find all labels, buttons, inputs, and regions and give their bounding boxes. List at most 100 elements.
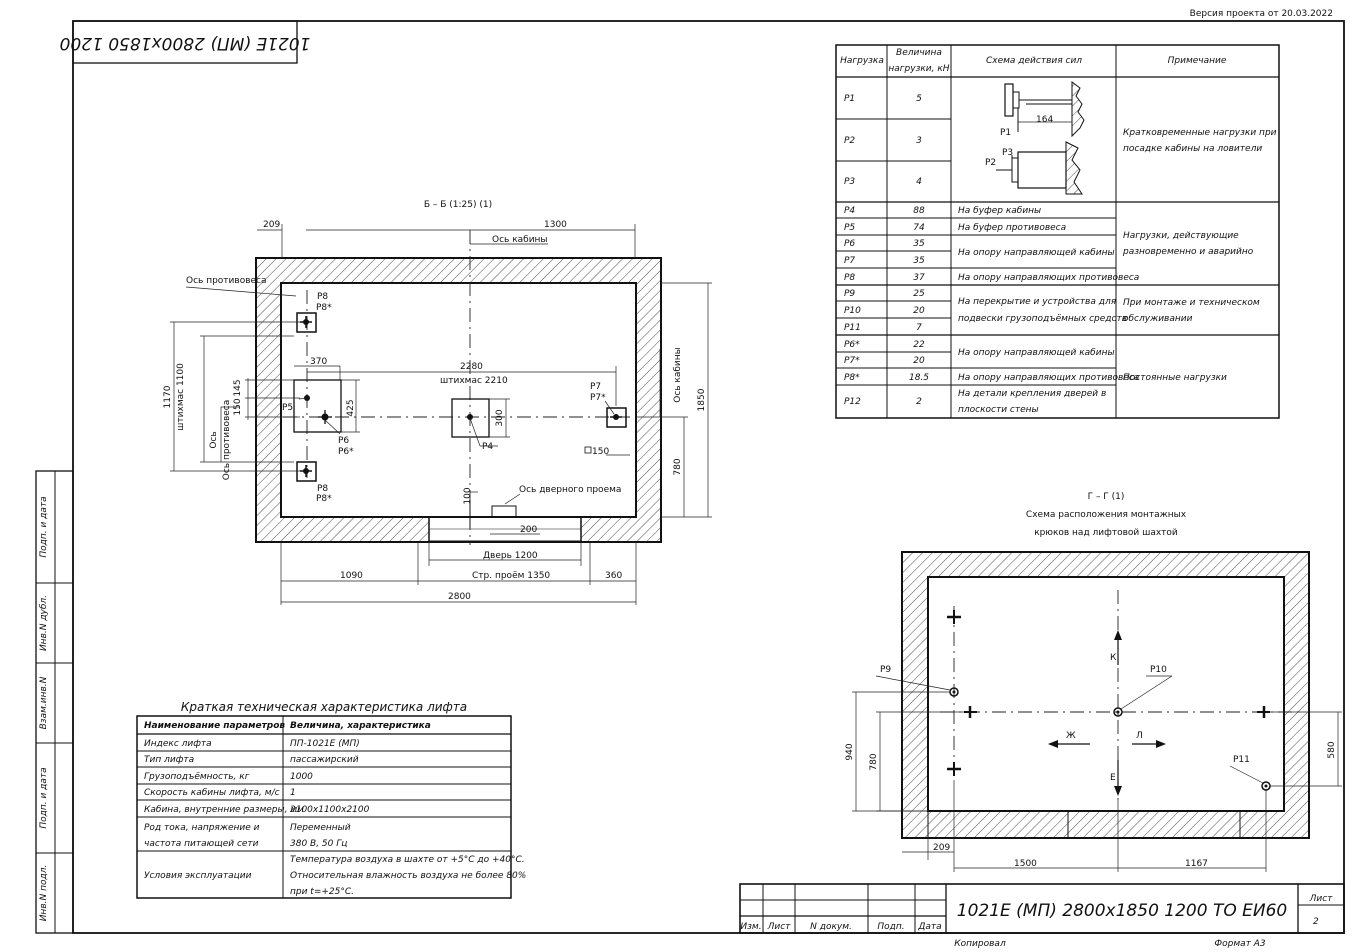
svg-text:100: 100 [463,487,473,504]
svg-text:164: 164 [1036,115,1053,125]
svg-text:1000: 1000 [290,772,313,782]
cabin-buffer-box [451,398,490,438]
svg-text:P7: P7 [590,382,601,392]
svg-text:На опору направляющей кабины: На опору направляющей кабины [958,248,1115,258]
cabin-guide-right [606,407,627,428]
svg-text:25: 25 [913,289,925,299]
svg-text:P8: P8 [844,273,855,283]
svg-text:Е: Е [1110,773,1116,783]
svg-text:P8: P8 [317,484,328,494]
svg-text:P8*: P8* [316,303,332,313]
svg-text:P8*: P8* [316,494,332,504]
svg-text:Л: Л [1136,731,1143,741]
svg-text:P11: P11 [1233,755,1250,765]
svg-text:P8: P8 [317,292,328,302]
svg-text:N докум.: N докум. [810,922,852,932]
svg-text:Стр. проём 1350: Стр. проём 1350 [472,571,550,581]
svg-text:P7*: P7* [844,356,860,366]
svg-text:P11: P11 [844,323,861,333]
svg-text:380 В, 50 Гц: 380 В, 50 Гц [290,839,347,849]
svg-text:20: 20 [913,306,925,316]
svg-text:360: 360 [605,571,622,581]
svg-text:88: 88 [913,206,925,216]
svg-text:Примечание: Примечание [1168,56,1227,66]
svg-text:Дата: Дата [917,922,941,932]
svg-text:На буфер кабины: На буфер кабины [958,206,1041,216]
designation: 1021Е (МП) 2800х1850 1200 ТО ЕИ60 [957,901,1287,921]
shaft-top-walls [901,551,1310,839]
svg-text:1300: 1300 [544,220,567,230]
svg-text:подвески грузоподъёмных средст: подвески грузоподъёмных средств [958,314,1127,324]
strip-label-1: Подп. и дата [39,496,49,557]
svg-text:ПП-1021Е (МП): ПП-1021Е (МП) [290,739,360,749]
section-bb: Б – Б (1:25) (1) Ось кабины P8 P8* P8 P8… [163,200,712,605]
svg-text:P3: P3 [844,177,855,187]
strip-label-4: Подп. и дата [39,767,49,828]
svg-text:Величина: Величина [896,48,942,58]
svg-text:35: 35 [913,256,925,266]
svg-text:P6: P6 [844,239,855,249]
svg-text:145: 145 [233,379,243,396]
svg-text:580: 580 [1327,741,1337,758]
svg-text:P3: P3 [1002,148,1013,158]
svg-text:780: 780 [869,753,879,770]
svg-text:Род тока, напряжение и: Род тока, напряжение и [144,823,260,833]
svg-text:нагрузки, кН: нагрузки, кН [888,64,949,74]
force-scheme: 164 P1 P3 P2 [985,81,1085,195]
svg-text:P8*: P8* [844,373,860,383]
shaft-walls [255,257,662,543]
cw-buffer-box [293,379,342,433]
svg-text:при t=+25°С.: при t=+25°С. [290,887,354,897]
svg-text:Индекс лифта: Индекс лифта [144,739,212,749]
svg-text:2800: 2800 [448,592,471,602]
svg-text:На перекрытие и устройства для: На перекрытие и устройства для [958,297,1117,307]
loads-table: Нагрузка Величина нагрузки, кН Схема дей… [835,44,1280,419]
svg-text:P4: P4 [482,442,493,452]
svg-text:На опору направляющей кабины: На опору направляющей кабины [958,348,1115,358]
svg-text:P6*: P6* [338,447,354,457]
svg-text:штихмас 1100: штихмас 1100 [176,363,186,431]
cw-guide-top [296,312,317,333]
svg-text:P1: P1 [1000,128,1011,138]
svg-text:крюков над лифтовой шахтой: крюков над лифтовой шахтой [1034,528,1178,538]
svg-text:1170: 1170 [163,385,173,408]
title-block: Изм. Лист N докум. Подп. Дата 1021Е (МП)… [739,883,1345,949]
svg-text:5: 5 [916,94,922,104]
svg-text:P6*: P6* [844,340,860,350]
svg-text:частота питающей сети: частота питающей сети [144,839,259,849]
strip-label-3: Взам.инв.N [39,676,49,729]
svg-text:74: 74 [913,223,925,233]
svg-text:пассажирский: пассажирский [290,755,359,765]
svg-text:Дверь 1200: Дверь 1200 [483,551,538,561]
svg-text:Грузоподъёмность, кг: Грузоподъёмность, кг [144,772,250,782]
svg-text:P7: P7 [844,256,855,266]
strip-label-5: Инв.N подл. [39,865,49,922]
cabin-axis-label: Ось кабины [492,235,548,245]
svg-text:плоскости стены: плоскости стены [958,405,1039,415]
svg-text:300: 300 [495,409,505,426]
svg-text:200: 200 [520,525,537,535]
svg-text:2280: 2280 [460,362,483,372]
svg-text:1: 1 [290,788,296,798]
svg-text:37: 37 [913,273,925,283]
svg-text:1090: 1090 [340,571,363,581]
svg-text:P5: P5 [282,403,293,413]
svg-text:P12: P12 [844,397,861,407]
svg-text:Нагрузки, действующие: Нагрузки, действующие [1123,231,1239,241]
svg-text:1850: 1850 [697,388,707,411]
svg-text:P2: P2 [844,136,855,146]
svg-text:Изм.: Изм. [740,922,761,932]
svg-text:Ось противовеса: Ось противовеса [222,400,232,481]
mirrored-stamp: 1021E (МП) 2800х1850 1200 [60,33,311,53]
svg-text:разновременно и аварийно: разновременно и аварийно [1122,247,1254,257]
mirrored-stamp-box [72,20,298,64]
svg-text:P10: P10 [1150,665,1167,675]
section-gg-title: Г – Г (1) [1088,492,1125,502]
svg-text:1167: 1167 [1185,859,1208,869]
svg-text:425: 425 [346,399,356,416]
svg-text:7: 7 [916,323,922,333]
svg-text:Кабина, внутренние размеры, мм: Кабина, внутренние размеры, мм [144,805,304,815]
svg-text:Величина, характеристика: Величина, характеристика [290,721,431,731]
section-bb-title: Б – Б (1:25) (1) [424,200,492,210]
